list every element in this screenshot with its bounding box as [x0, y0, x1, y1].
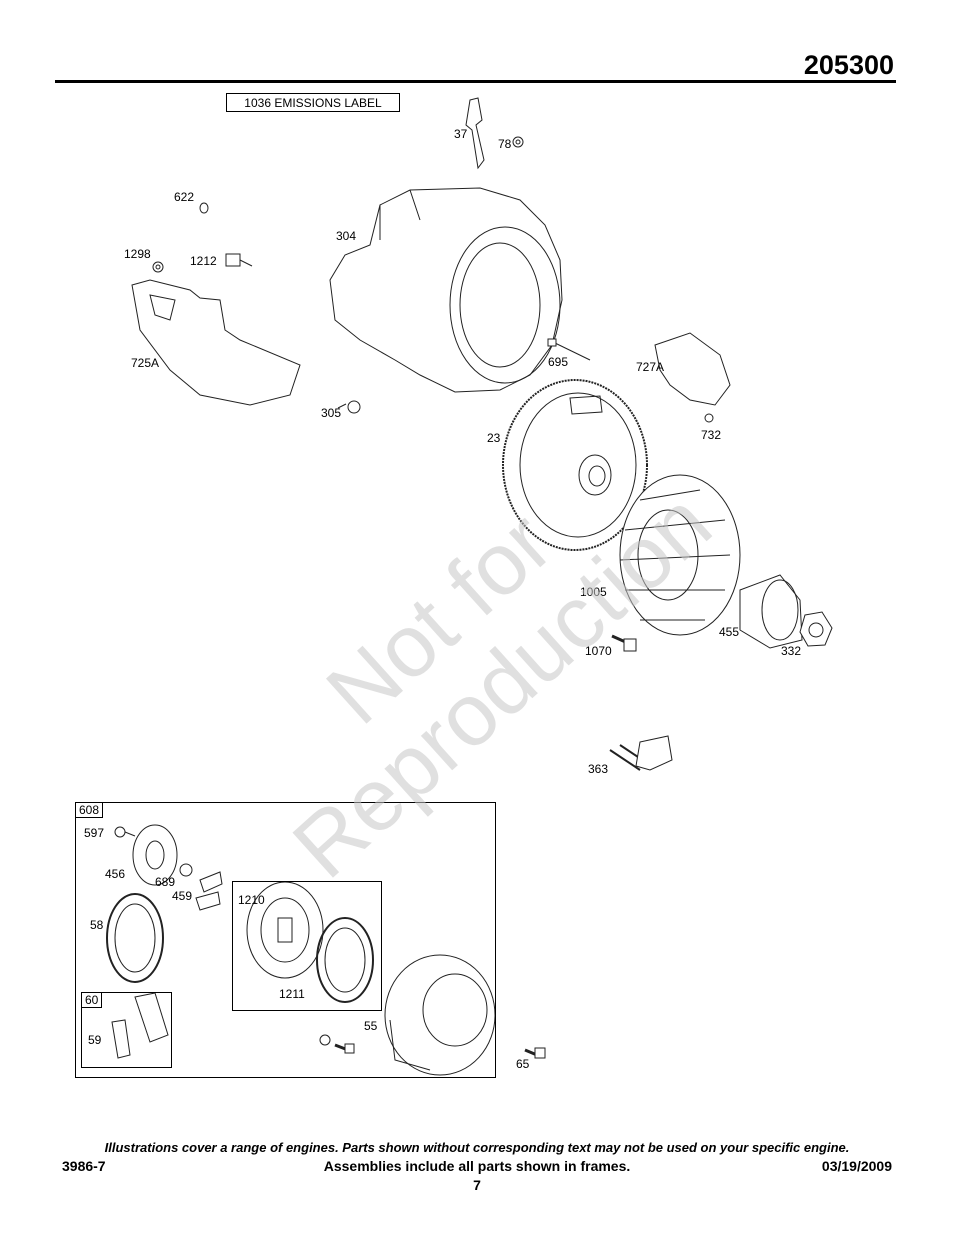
- part-dog-459: [196, 872, 222, 910]
- page-number: 7: [473, 1177, 481, 1193]
- callout-727A: 727A: [636, 360, 665, 374]
- part-handle-59: [112, 993, 168, 1058]
- callout-622: 622: [174, 190, 195, 204]
- callout-363: 363: [588, 762, 609, 776]
- emissions-label-box: 1036 EMISSIONS LABEL: [226, 93, 400, 112]
- part-ring-689: [180, 864, 192, 876]
- part-fan-1005: [620, 475, 740, 635]
- part-blower-housing-304: [330, 188, 562, 392]
- frame-608-tag: 608: [75, 802, 104, 818]
- part-cup-455: [740, 575, 802, 648]
- footer-note: Illustrations cover a range of engines. …: [104, 1140, 850, 1155]
- doc-number: 3986-7: [62, 1158, 106, 1174]
- callout-1005: 1005: [580, 585, 607, 599]
- part-nut-78: [513, 137, 523, 147]
- part-screw-732: [705, 414, 713, 422]
- part-screw-695: [548, 339, 590, 360]
- callout-695: 695: [548, 355, 569, 369]
- header-rule: [55, 80, 896, 83]
- callout-1211: 1211: [279, 987, 305, 1001]
- part-flywheel-23: [503, 380, 647, 550]
- part-nut-and-screw: [320, 1035, 354, 1053]
- callout-732: 732: [701, 428, 722, 442]
- callout-597: 597: [84, 826, 105, 840]
- callout-78: 78: [498, 137, 512, 151]
- callout-305: 305: [321, 406, 342, 420]
- part-pulley-1210: [247, 882, 323, 978]
- callout-456: 456: [105, 867, 126, 881]
- callout-304: 304: [336, 229, 357, 243]
- model-number: 205300: [803, 50, 894, 80]
- callout-1212: 1212: [190, 254, 217, 268]
- callout-59: 59: [88, 1033, 102, 1047]
- callout-58: 58: [90, 918, 104, 932]
- part-washer-622: [200, 203, 208, 213]
- callout-455: 455: [719, 625, 740, 639]
- part-spring-58: [107, 894, 163, 982]
- callout-1070: 1070: [585, 644, 612, 658]
- callout-1298: 1298: [124, 247, 151, 261]
- assemblies-note: Assemblies include all parts shown in fr…: [323, 1158, 631, 1174]
- part-nut-1298: [153, 262, 163, 272]
- part-screw-597: [115, 827, 135, 837]
- frame-60: [81, 992, 172, 1068]
- part-screw-305: [338, 401, 360, 413]
- part-screw-65: [525, 1048, 545, 1058]
- revision-date: 03/19/2009: [821, 1158, 892, 1174]
- frame-1210: [232, 881, 382, 1011]
- callout-37: 37: [454, 127, 468, 141]
- callout-23: 23: [487, 431, 501, 445]
- callout-1210: 1210: [238, 893, 265, 907]
- part-spring-1211: [317, 918, 373, 1002]
- part-housing-55: [385, 955, 495, 1075]
- frame-608: [75, 802, 496, 1078]
- frame-60-tag: 60: [81, 992, 103, 1008]
- part-screw-1070: [612, 636, 636, 651]
- part-shield-725A: [132, 280, 300, 405]
- callout-689: 689: [155, 875, 176, 889]
- part-shield-727A: [655, 333, 730, 405]
- callout-65: 65: [516, 1057, 530, 1071]
- callout-725A: 725A: [131, 356, 160, 370]
- part-bracket-37: [466, 98, 484, 168]
- callout-332: 332: [781, 644, 802, 658]
- callout-55: 55: [364, 1019, 378, 1033]
- part-stud-1212: [226, 254, 252, 266]
- part-nut-332: [800, 612, 832, 646]
- callout-459: 459: [172, 889, 193, 903]
- part-pawl-plate-456: [133, 825, 177, 885]
- part-armature-363: [610, 736, 672, 770]
